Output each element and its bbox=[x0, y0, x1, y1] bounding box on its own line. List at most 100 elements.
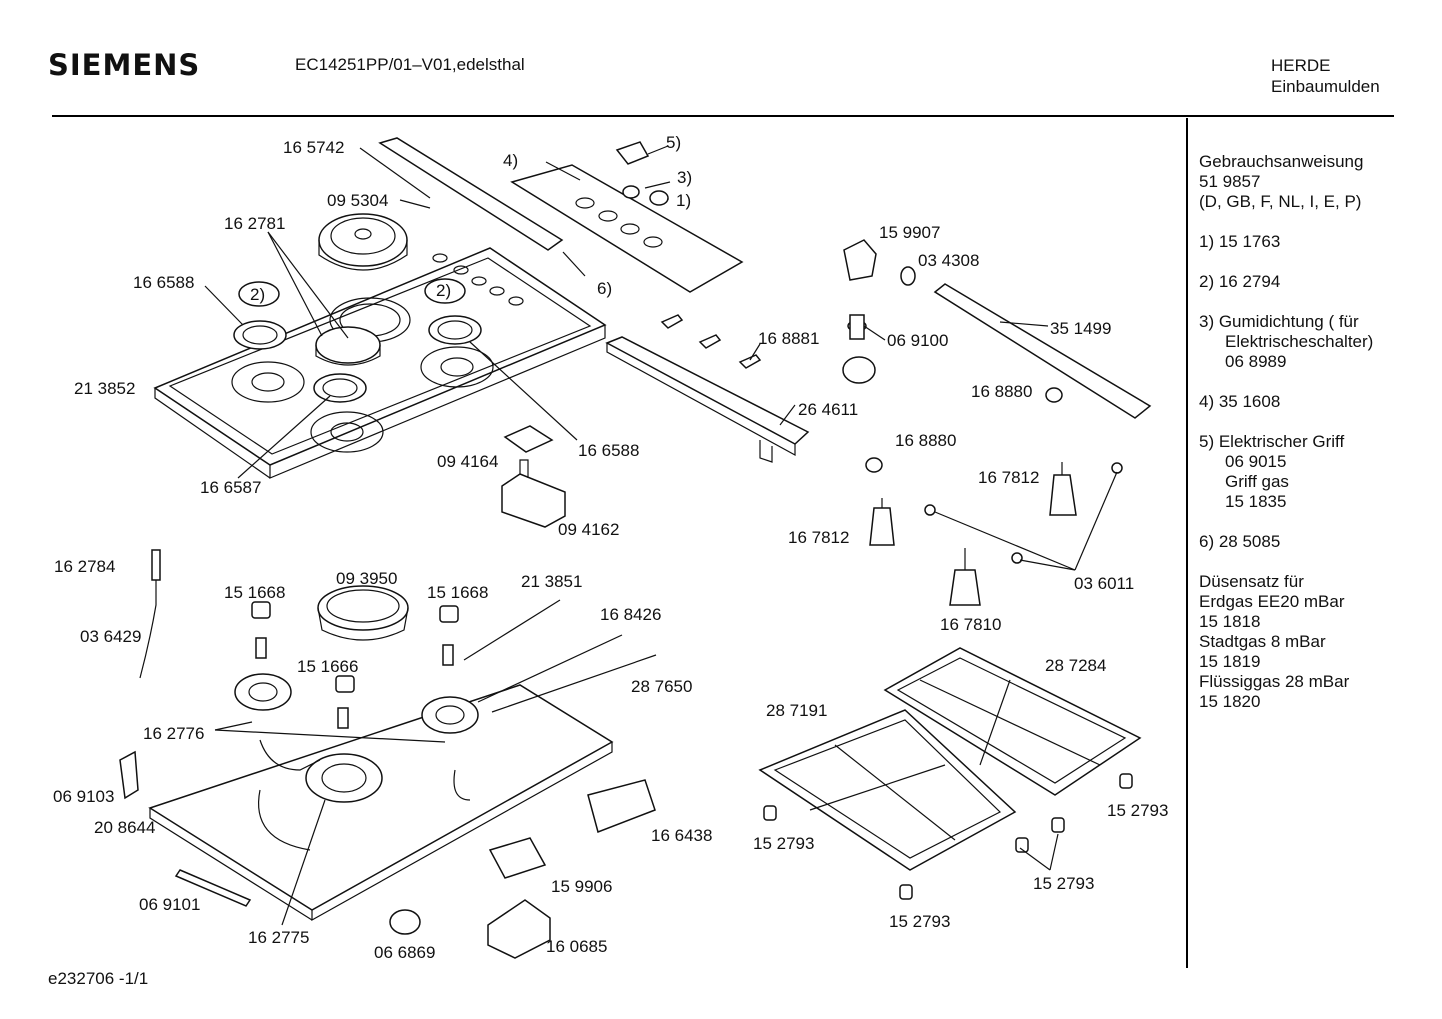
part-callout: 15 9907 bbox=[879, 223, 940, 242]
part-callout: 21 3852 bbox=[74, 379, 135, 398]
note-5: 5) Elektrischer Griff 06 9015 Griff gas … bbox=[1199, 432, 1429, 512]
part-callout: 21 3851 bbox=[521, 572, 582, 591]
nozzle-line: Erdgas EE20 mBar bbox=[1199, 592, 1345, 611]
note-line: 2) 16 2794 bbox=[1199, 272, 1281, 291]
note-1: 1) 15 1763 bbox=[1199, 232, 1429, 252]
manual-line: 51 9857 bbox=[1199, 172, 1261, 191]
part-callout: 16 7812 bbox=[978, 468, 1039, 487]
part-callout: 06 9103 bbox=[53, 787, 114, 806]
injector-parts bbox=[251, 601, 459, 729]
part-callout: 35 1499 bbox=[1050, 319, 1111, 338]
note-line: 1) 15 1763 bbox=[1199, 232, 1281, 251]
part-callout: 2) bbox=[436, 281, 451, 300]
exploded-parts-diagram: 16 5742 09 5304 16 2781 16 6588 21 3852 … bbox=[53, 133, 1168, 962]
part-callout: 16 8881 bbox=[758, 329, 819, 348]
gas-valves bbox=[865, 457, 1123, 606]
knob-holes bbox=[432, 253, 524, 306]
note-line: 06 8989 bbox=[1225, 352, 1287, 371]
drawing-code: e232706 -1/1 bbox=[48, 969, 149, 988]
trim-strip bbox=[378, 137, 564, 251]
part-callout: 09 4162 bbox=[558, 520, 619, 539]
nozzle-line: 15 1818 bbox=[1199, 612, 1261, 631]
part-callout: 09 4164 bbox=[437, 452, 498, 471]
part-callout: 16 5742 bbox=[283, 138, 344, 157]
nozzle-line: 15 1819 bbox=[1199, 652, 1261, 671]
part-callout: 2) bbox=[250, 285, 265, 304]
gas-pipes bbox=[258, 599, 657, 851]
part-callout: 16 7810 bbox=[940, 615, 1001, 634]
category-line-2: Einbaumulden bbox=[1271, 77, 1380, 96]
nozzle-line: Düsensatz für bbox=[1199, 572, 1304, 591]
part-callout: 16 0685 bbox=[546, 937, 607, 956]
model-number: EC14251PP/01–V01,edelsthal bbox=[295, 55, 525, 74]
part-callout: 15 2793 bbox=[1107, 801, 1168, 820]
note-4: 4) 35 1608 bbox=[1199, 392, 1429, 412]
nozzle-line: Stadtgas 8 mBar bbox=[1199, 632, 1326, 651]
nozzle-line: 15 1820 bbox=[1199, 692, 1261, 711]
part-callout: 16 8426 bbox=[600, 605, 661, 624]
part-callout: 1) bbox=[676, 191, 691, 210]
part-callout: 5) bbox=[666, 133, 681, 152]
note-line: 6) 28 5085 bbox=[1199, 532, 1281, 551]
note-6: 6) 28 5085 bbox=[1199, 532, 1429, 552]
category: HERDE Einbaumulden bbox=[1271, 55, 1380, 97]
gas-supply-tube bbox=[933, 283, 1152, 419]
header-divider bbox=[52, 115, 1394, 117]
burner-tray bbox=[148, 684, 614, 922]
part-callout: 16 2784 bbox=[54, 557, 115, 576]
part-callout: 03 6429 bbox=[80, 627, 141, 646]
part-callout: 15 1668 bbox=[427, 583, 488, 602]
manual-block: Gebrauchsanweisung 51 9857 (D, GB, F, NL… bbox=[1199, 152, 1429, 212]
part-callout: 06 9101 bbox=[139, 895, 200, 914]
part-callout: 06 6869 bbox=[374, 943, 435, 962]
part-callout: 16 6588 bbox=[578, 441, 639, 460]
part-callout: 16 7812 bbox=[788, 528, 849, 547]
part-callout: 6) bbox=[597, 279, 612, 298]
brand-logo: SIEMENS bbox=[48, 48, 201, 82]
pan-support-rear bbox=[883, 647, 1142, 796]
note-line: Elektrischeschalter) bbox=[1225, 332, 1374, 351]
note-line: Griff gas bbox=[1225, 472, 1289, 491]
part-callout: 28 7284 bbox=[1045, 656, 1106, 675]
note-line: 4) 35 1608 bbox=[1199, 392, 1281, 411]
burner-caps-and-rings bbox=[233, 278, 482, 403]
part-callout: 16 6438 bbox=[651, 826, 712, 845]
manual-line: Gebrauchsanweisung bbox=[1199, 152, 1364, 171]
part-callout: 03 4308 bbox=[918, 251, 979, 270]
burner-ring-openings bbox=[231, 297, 494, 453]
misc-small-parts bbox=[119, 750, 656, 959]
gas-connector bbox=[842, 239, 916, 384]
part-callout: 4) bbox=[503, 151, 518, 170]
part-callout: 28 7191 bbox=[766, 701, 827, 720]
part-callout: 28 7650 bbox=[631, 677, 692, 696]
part-callout: 26 4611 bbox=[798, 400, 858, 419]
category-line-1: HERDE bbox=[1271, 56, 1331, 75]
thermocouple bbox=[139, 549, 161, 679]
knob-and-seals bbox=[615, 141, 669, 206]
note-line: 06 9015 bbox=[1225, 452, 1287, 471]
nozzle-set: Düsensatz für Erdgas EE20 mBar 15 1818 S… bbox=[1199, 572, 1429, 712]
note-line: 5) Elektrischer Griff bbox=[1199, 432, 1345, 451]
leader-lines bbox=[204, 145, 1118, 926]
part-callout: 16 6587 bbox=[200, 478, 261, 497]
part-callout: 16 6588 bbox=[133, 273, 194, 292]
burner-large bbox=[318, 213, 408, 271]
part-callout: 16 2775 bbox=[248, 928, 309, 947]
parts-notes-sidebar: Gebrauchsanweisung 51 9857 (D, GB, F, NL… bbox=[1199, 152, 1429, 732]
part-callout: 09 3950 bbox=[336, 569, 397, 588]
part-callout: 15 1668 bbox=[224, 583, 285, 602]
burner-cup bbox=[317, 585, 409, 641]
note-line: 15 1835 bbox=[1225, 492, 1287, 511]
sidebar-divider bbox=[1186, 118, 1188, 968]
part-callout: 06 9100 bbox=[887, 331, 948, 350]
part-callout: 20 8644 bbox=[94, 818, 155, 837]
rubber-feet bbox=[763, 773, 1133, 900]
lower-burners bbox=[234, 673, 479, 803]
note-2: 2) 16 2794 bbox=[1199, 272, 1429, 292]
part-callout: 15 2793 bbox=[1033, 874, 1094, 893]
thermostat-switch bbox=[501, 425, 566, 528]
part-callout: 16 2776 bbox=[143, 724, 204, 743]
part-callout: 15 2793 bbox=[753, 834, 814, 853]
part-callout: 03 6011 bbox=[1074, 574, 1134, 593]
part-callout: 15 9906 bbox=[551, 877, 612, 896]
